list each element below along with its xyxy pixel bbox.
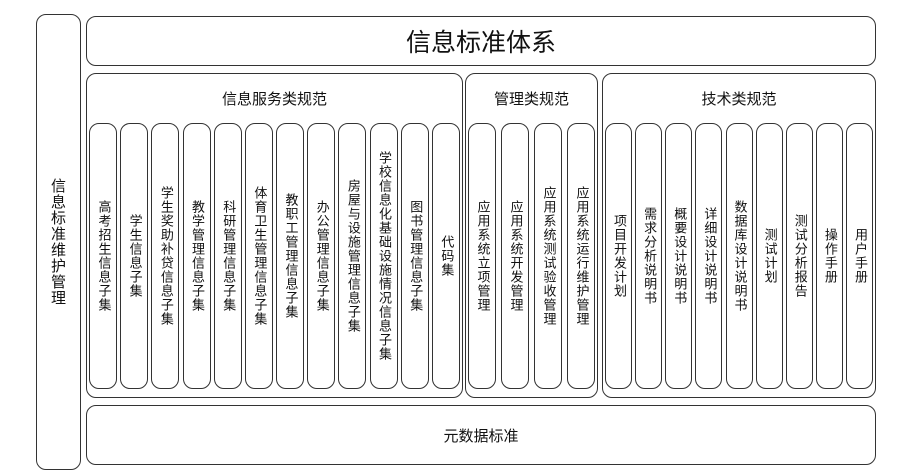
- standard-item: 代码集: [431, 123, 460, 389]
- standard-item: 应用系统运行维护管理: [567, 123, 595, 389]
- group-title: 技术类规范: [701, 90, 777, 108]
- standard-item-label: 学校信息化基础设施情况信息子集: [376, 151, 392, 361]
- standard-item-label: 图书管理信息子集: [407, 200, 423, 312]
- standard-item-label: 用户手册: [852, 228, 867, 284]
- standard-item: 数据库设计说明书: [725, 123, 753, 389]
- standard-item-label: 房屋与设施管理信息子集: [344, 179, 360, 333]
- standard-item-label: 代码集: [438, 235, 454, 277]
- standard-item: 图书管理信息子集: [400, 123, 429, 389]
- standard-item-label: 体育卫生管理信息子集: [251, 186, 267, 326]
- group-title: 管理类规范: [493, 90, 569, 108]
- standard-item: 学生信息子集: [120, 123, 149, 389]
- standard-item: 应用系统测试验收管理: [534, 123, 562, 389]
- standard-item-label: 概要设计说明书: [671, 207, 687, 305]
- standard-item-label: 教职工管理信息子集: [282, 193, 298, 319]
- standard-item: 高考招生信息子集: [89, 123, 117, 389]
- standard-item: 科研管理信息子集: [213, 123, 242, 389]
- standard-item: 学校信息化基础设施情况信息子集: [369, 123, 398, 389]
- standard-item-label: 办公管理信息子集: [313, 200, 329, 312]
- group-management: 管理类规范 应用系统立项管理 应用系统开发管理 应用系统测试验收管理 应用系统运行维护…: [465, 73, 598, 398]
- standard-item: 概要设计说明书: [665, 123, 693, 389]
- standard-item: 测试分析报告: [785, 123, 813, 389]
- standard-item-label: 学生奖助补贷信息子集: [157, 186, 173, 326]
- standard-item-label: 需求分析说明书: [641, 207, 657, 305]
- standard-item: 项目开发计划: [605, 123, 632, 389]
- standard-item: 教职工管理信息子集: [276, 123, 305, 389]
- standard-item: 房屋与设施管理信息子集: [338, 123, 367, 389]
- standard-item-label: 高考招生信息子集: [95, 200, 111, 312]
- standard-item-label: 操作手册: [821, 228, 837, 284]
- group-title: 信息服务类规范: [221, 90, 327, 108]
- standard-item: 详细设计说明书: [695, 123, 723, 389]
- standard-maintenance-management: 信息标准维护管理: [36, 14, 81, 470]
- standard-item-label: 应用系统立项管理: [474, 200, 490, 312]
- standard-item-label: 应用系统开发管理: [507, 200, 523, 312]
- standard-item: 需求分析说明书: [635, 123, 663, 389]
- standard-item-label: 数据库设计说明书: [731, 200, 747, 312]
- standard-item-label: 科研管理信息子集: [220, 200, 236, 312]
- standard-item-label: 详细设计说明书: [701, 207, 717, 305]
- standard-item: 教学管理信息子集: [182, 123, 211, 389]
- standard-item-label: 学生信息子集: [126, 214, 142, 298]
- standard-item: 用户手册: [846, 123, 873, 389]
- metadata-standard: 元数据标准: [86, 405, 876, 465]
- standard-item: 体育卫生管理信息子集: [244, 123, 273, 389]
- standard-item: 操作手册: [815, 123, 843, 389]
- standard-item: 应用系统立项管理: [468, 123, 496, 389]
- standard-item: 应用系统开发管理: [501, 123, 529, 389]
- standard-item: 办公管理信息子集: [307, 123, 336, 389]
- diagram-title: 信息标准体系: [86, 16, 876, 66]
- standard-item: 测试计划: [755, 123, 783, 389]
- standard-item-label: 应用系统运行维护管理: [573, 186, 589, 326]
- standard-item: 学生奖助补贷信息子集: [151, 123, 180, 389]
- standard-item-label: 测试分析报告: [791, 214, 807, 298]
- standard-item-label: 应用系统测试验收管理: [540, 186, 556, 326]
- standard-item-label: 教学管理信息子集: [189, 200, 205, 312]
- standard-item-label: 项目开发计划: [611, 214, 626, 298]
- group-info-service: 信息服务类规范 高考招生信息子集学生信息子集学生奖助补贷信息子集教学管理信息子集…: [86, 73, 463, 398]
- group-technical: 技术类规范 项目开发计划需求分析说明书概要设计说明书详细设计说明书数据库设计说明…: [602, 73, 876, 398]
- standard-item-label: 测试计划: [761, 228, 777, 284]
